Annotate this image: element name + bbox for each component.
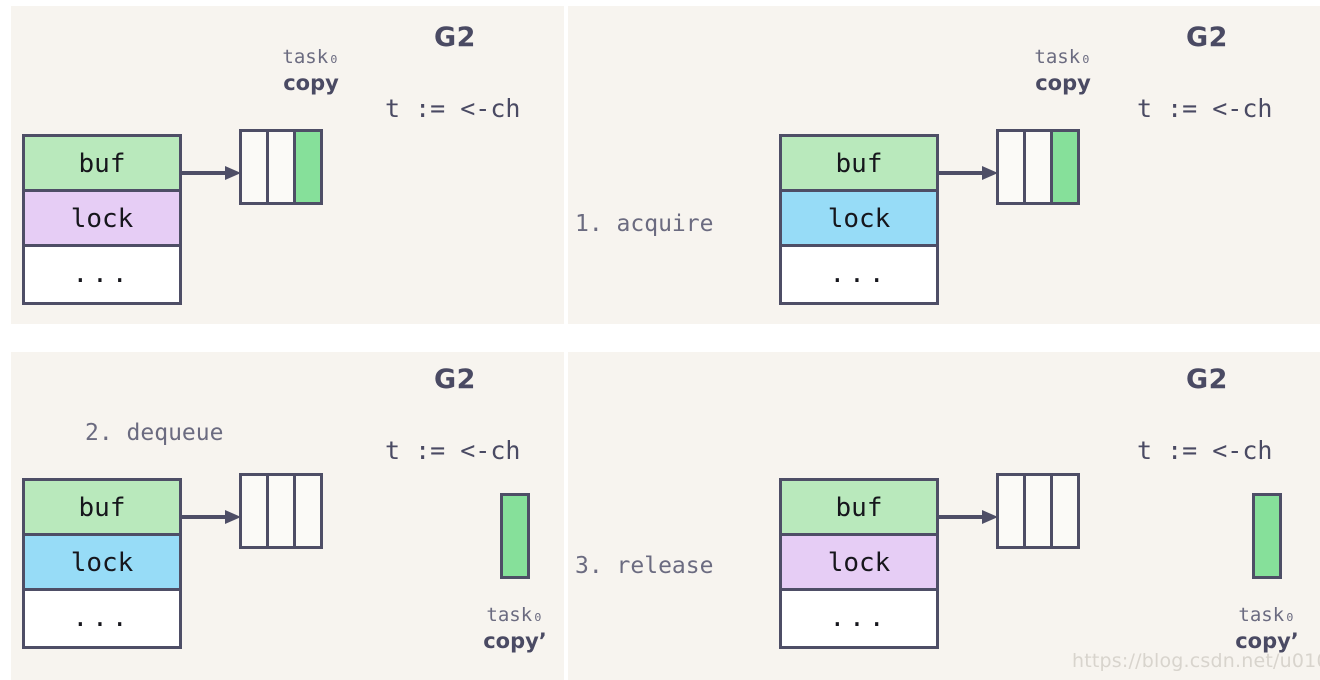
channel-buffer (239, 473, 323, 549)
watermark-text: https://blog.csdn.net/u010655261 (1072, 650, 1320, 672)
buffer-cell (999, 476, 1023, 546)
task-copy-box (500, 493, 530, 579)
task-copy-caption: task₀ copy (263, 46, 359, 96)
buffer-cell (999, 132, 1023, 202)
step-label: 2. dequeue (85, 420, 224, 446)
buffer-cell (242, 132, 266, 202)
goroutine-label: G2 (434, 364, 476, 395)
struct-field-buf: buf (25, 481, 179, 536)
code-statement: t := <-ch (385, 94, 521, 123)
buf-pointer-arrow (938, 166, 998, 180)
channel-struct: buf lock ... (779, 134, 939, 305)
task-copy-box (1252, 493, 1282, 579)
channel-buffer (996, 129, 1080, 205)
buffer-cell (269, 476, 293, 546)
caption-task-label: task₀ (1034, 46, 1092, 68)
channel-buffer (239, 129, 323, 205)
caption-copy-label: copy (283, 70, 339, 95)
goroutine-label: G2 (1186, 364, 1228, 395)
struct-field-lock: lock (782, 192, 936, 247)
goroutine-label: G2 (434, 22, 476, 53)
panel-step-0: G2 t := <-ch task₀ copy buf lock ... (11, 6, 564, 324)
step-label: 3. release (575, 553, 714, 579)
struct-field-ellipsis: ... (782, 591, 936, 646)
buffer-cell-filled (296, 132, 320, 202)
struct-field-buf: buf (25, 137, 179, 192)
struct-field-buf: buf (782, 137, 936, 192)
channel-struct: buf lock ... (22, 478, 182, 649)
buffer-cell (296, 476, 320, 546)
code-statement: t := <-ch (1137, 94, 1273, 123)
task-copy-caption: task₀ copy’ (1219, 604, 1315, 654)
caption-copy-label: copy (1035, 70, 1091, 95)
struct-field-ellipsis: ... (25, 247, 179, 302)
task-copy-caption: task₀ copy’ (467, 604, 563, 654)
channel-buffer (996, 473, 1080, 549)
buffer-cell (1026, 476, 1050, 546)
struct-field-lock: lock (25, 192, 179, 247)
caption-copy-label: copy’ (483, 628, 547, 653)
caption-task-label: task₀ (282, 46, 340, 68)
struct-field-lock: lock (782, 536, 936, 591)
buf-pointer-arrow (181, 510, 241, 524)
buf-pointer-arrow (938, 510, 998, 524)
panel-step-2: G2 t := <-ch 2. dequeue buf lock ... tas… (11, 352, 564, 680)
buf-pointer-arrow (181, 166, 241, 180)
buffer-cell (1026, 132, 1050, 202)
step-label: 1. acquire (575, 211, 714, 237)
struct-field-ellipsis: ... (782, 247, 936, 302)
panel-step-3: G2 t := <-ch 3. release buf lock ... tas… (568, 352, 1320, 680)
buffer-cell-filled (1053, 132, 1077, 202)
caption-copy-label: copy’ (1235, 628, 1299, 653)
struct-field-buf: buf (782, 481, 936, 536)
channel-struct: buf lock ... (779, 478, 939, 649)
code-statement: t := <-ch (1137, 436, 1273, 465)
goroutine-label: G2 (1186, 22, 1228, 53)
struct-field-ellipsis: ... (25, 591, 179, 646)
buffer-cell (269, 132, 293, 202)
code-statement: t := <-ch (385, 436, 521, 465)
panel-step-1: G2 t := <-ch 1. acquire task₀ copy buf l… (568, 6, 1320, 324)
caption-task-label: task₀ (486, 604, 544, 626)
task-copy-caption: task₀ copy (1015, 46, 1111, 96)
caption-task-label: task₀ (1238, 604, 1296, 626)
channel-struct: buf lock ... (22, 134, 182, 305)
buffer-cell (1053, 476, 1077, 546)
struct-field-lock: lock (25, 536, 179, 591)
buffer-cell (242, 476, 266, 546)
